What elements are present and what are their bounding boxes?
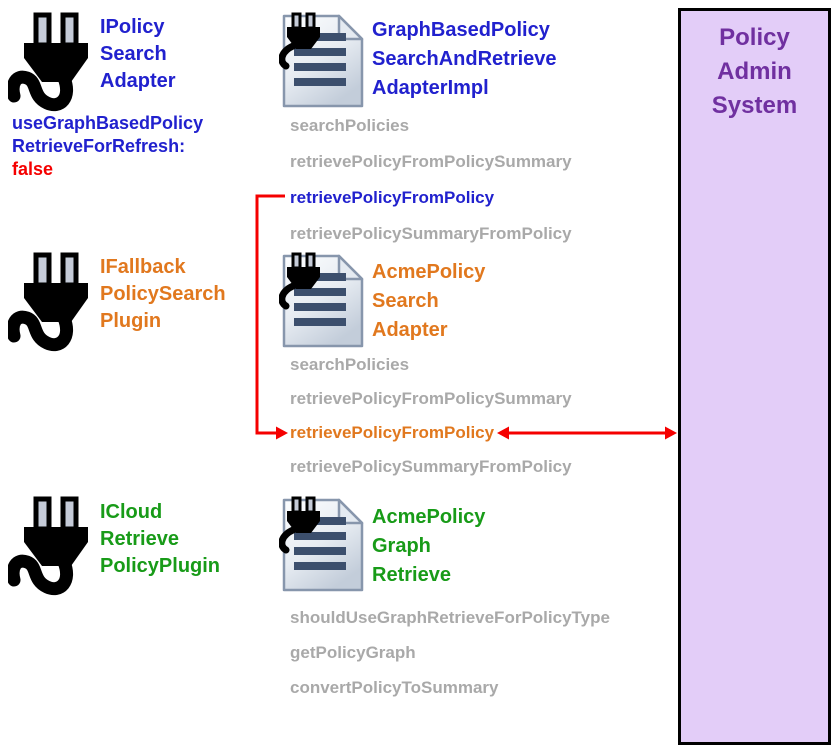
impl-title-line: AcmePolicy: [372, 261, 486, 283]
document-plugin-icon: [279, 252, 367, 350]
impl-acmepolicy-search-adapter-title: AcmePolicy Search Adapter: [372, 258, 485, 345]
arrowhead-right-icon: [276, 426, 288, 440]
interface-title-line: ICloud: [100, 501, 163, 523]
config-key-line: useGraphBasedPolicy: [12, 113, 204, 133]
config-annotation: useGraphBasedPolicy RetrieveForRefresh: …: [12, 112, 203, 181]
interface-ifallback-policysearch-plugin-title: IFallback PolicySearch Plugin: [100, 254, 226, 335]
panel-title-line: Policy: [719, 24, 790, 51]
plug-icon: [8, 12, 100, 116]
impl-graphbasedpolicy-methods: searchPolicies retrievePolicyFromPolicyS…: [290, 108, 620, 252]
method-item: retrievePolicyFromPolicySummary: [290, 152, 572, 171]
document-plugin-icon: [279, 12, 367, 110]
method-item: convertPolicyToSummary: [290, 677, 499, 697]
method-item: retrievePolicySummaryFromPolicy: [290, 457, 572, 476]
impl-title-line: Retrieve: [372, 564, 451, 586]
method-item: retrievePolicyFromPolicySummary: [290, 389, 572, 408]
panel-title-line: Admin: [717, 58, 792, 85]
impl-acmepolicy-search-adapter-methods: searchPolicies retrievePolicyFromPolicyS…: [290, 348, 620, 484]
interface-title-line: PolicyPlugin: [100, 555, 221, 577]
method-item: getPolicyGraph: [290, 642, 416, 662]
impl-title-line: Adapter: [372, 319, 448, 341]
method-item-highlighted: retrievePolicyFromPolicy: [290, 423, 495, 442]
impl-title-line: GraphBasedPolicy: [372, 19, 550, 41]
interface-title-line: IPolicy: [100, 16, 165, 38]
impl-title-line: AcmePolicy: [372, 506, 486, 528]
impl-title-line: Search: [372, 290, 439, 312]
interface-title-line: IFallback: [100, 256, 186, 278]
config-value: false: [12, 159, 54, 179]
arrowhead-right-icon: [665, 426, 677, 440]
interface-title-line: Plugin: [100, 310, 162, 332]
policy-admin-system-panel: Policy Admin System: [678, 8, 831, 745]
config-key-line: RetrieveForRefresh:: [12, 136, 186, 156]
interface-ipolicy-search-adapter-title: IPolicy Search Adapter: [100, 14, 176, 95]
method-item-highlighted: retrievePolicyFromPolicy: [290, 188, 495, 207]
impl-graphbasedpolicy-title: GraphBasedPolicy SearchAndRetrieve Adapt…: [372, 16, 557, 103]
interface-title-line: Adapter: [100, 70, 176, 92]
impl-title-line: Graph: [372, 535, 431, 557]
impl-title-line: AdapterImpl: [372, 77, 489, 99]
method-item: searchPolicies: [290, 355, 410, 374]
method-item: searchPolicies: [290, 116, 410, 135]
panel-title-line: System: [711, 92, 798, 119]
plug-icon: [8, 496, 100, 600]
plug-icon: [8, 252, 100, 356]
interface-title-line: PolicySearch: [100, 283, 226, 305]
impl-title-line: SearchAndRetrieve: [372, 48, 557, 70]
method-item: shouldUseGraphRetrieveForPolicyType: [290, 607, 610, 627]
interface-icloud-retrieve-policyplugin-title: ICloud Retrieve PolicyPlugin: [100, 499, 220, 580]
interface-title-line: Retrieve: [100, 528, 179, 550]
impl-acmepolicy-graph-retrieve-title: AcmePolicy Graph Retrieve: [372, 503, 485, 590]
document-plugin-icon: [279, 496, 367, 594]
impl-acmepolicy-graph-retrieve-methods: shouldUseGraphRetrieveForPolicyType getP…: [290, 600, 620, 705]
interface-title-line: Search: [100, 43, 167, 65]
method-item: retrievePolicySummaryFromPolicy: [290, 224, 572, 243]
